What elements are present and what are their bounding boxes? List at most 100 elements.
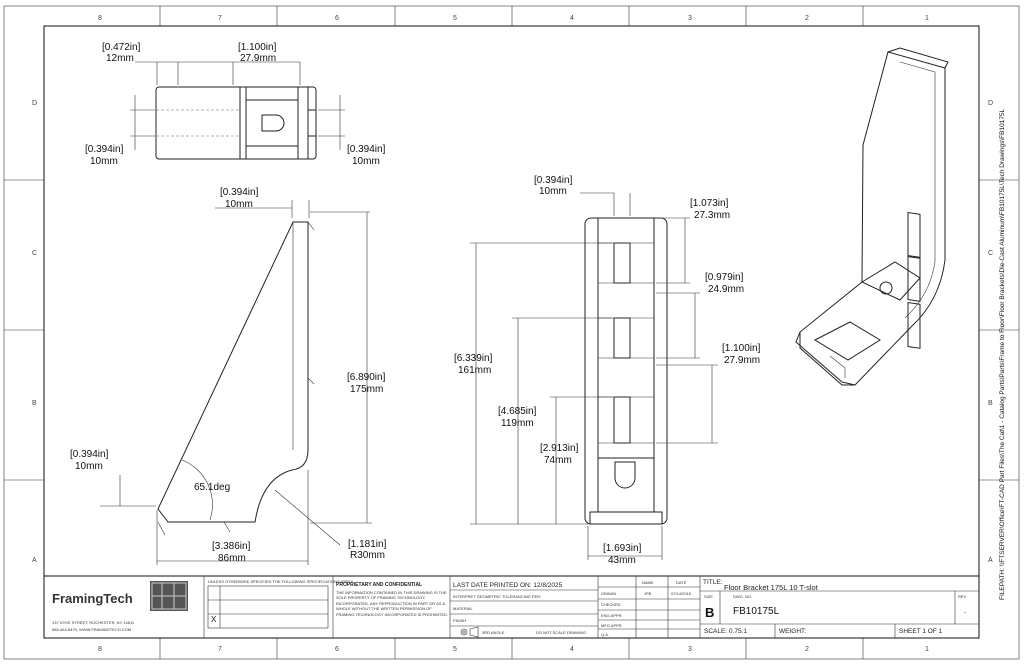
dim-label: [1.693in] bbox=[603, 543, 642, 554]
zone-row: C bbox=[32, 250, 37, 257]
title-block bbox=[43, 575, 980, 639]
zone-col: 3 bbox=[688, 646, 692, 653]
drawing-frame bbox=[43, 25, 980, 639]
zone-col: 7 bbox=[218, 15, 222, 22]
dim-label: [6.339in] bbox=[454, 353, 493, 364]
company-address: 137 DYKE STREET, ROCHESTER, NY 14611 bbox=[52, 620, 135, 625]
dwg-no-value: FB10175L bbox=[733, 606, 780, 617]
tolerance-header: UNLESS OTHERWISE SPECIFIED THE FOLLOWING… bbox=[208, 579, 354, 584]
interpret-label: INTERPRET GEOMETRIC TOLERANCING PER: bbox=[453, 594, 541, 599]
dim-label: 74mm bbox=[544, 455, 572, 466]
qa-label: Q.A. bbox=[601, 632, 609, 637]
dim-label: 12mm bbox=[106, 53, 134, 64]
dim-label: 10mm bbox=[90, 156, 118, 167]
dim-label: [0.472in] bbox=[102, 42, 141, 53]
zone-col: 4 bbox=[570, 15, 574, 22]
mfg-appr-label: MFG APPR. bbox=[601, 623, 623, 628]
zone-col: 3 bbox=[688, 15, 692, 22]
top-view bbox=[130, 61, 345, 160]
drawn-label: DRAWN bbox=[601, 591, 616, 596]
drawn-by: JPB bbox=[644, 591, 652, 596]
zone-row: D bbox=[32, 100, 37, 107]
dim-label: 10mm bbox=[539, 186, 567, 197]
dim-label: [4.685in] bbox=[498, 406, 537, 417]
weight-label: WEIGHT: bbox=[779, 628, 806, 635]
zone-row: A bbox=[988, 557, 993, 564]
zone-markers: 8 7 6 5 4 3 2 1 8 7 6 5 4 3 2 1 D C B A … bbox=[4, 6, 1019, 659]
front-view bbox=[470, 192, 718, 560]
zone-col: 1 bbox=[925, 15, 929, 22]
dim-label: [6.890in] bbox=[347, 372, 386, 383]
size-label: SIZE bbox=[704, 594, 713, 599]
dim-label: 27.3mm bbox=[694, 210, 730, 221]
company-logo: FramingTech bbox=[52, 591, 133, 606]
zone-col: 7 bbox=[218, 646, 222, 653]
eng-appr-label: ENG APPR. bbox=[601, 613, 623, 618]
dim-label: 43mm bbox=[608, 555, 636, 566]
dim-label: [0.394in] bbox=[347, 144, 386, 155]
dim-label: [0.394in] bbox=[220, 187, 259, 198]
dim-label: 86mm bbox=[218, 553, 246, 564]
zone-col: 5 bbox=[453, 15, 457, 22]
drawn-date: 07/14/2015 bbox=[671, 591, 692, 596]
dwg-no-label: DWG. NO. bbox=[733, 594, 752, 599]
dim-label: 175mm bbox=[350, 384, 383, 395]
dim-label: 119mm bbox=[501, 418, 534, 429]
zone-col: 4 bbox=[570, 646, 574, 653]
dim-label: 27.9mm bbox=[240, 53, 276, 64]
dim-label: [1.100in] bbox=[722, 343, 761, 354]
sheet-value: SHEET 1 OF 1 bbox=[899, 628, 943, 635]
zone-row: B bbox=[32, 400, 37, 407]
dim-label: [0.394in] bbox=[85, 144, 124, 155]
finish-label: FINISH bbox=[453, 618, 466, 623]
proprietary-text: THE INFORMATION CONTAINED IN THIS DRAWIN… bbox=[336, 590, 448, 617]
dim-label: 27.9mm bbox=[724, 355, 760, 366]
outer-border bbox=[3, 5, 1020, 660]
dim-label: [1.181in] bbox=[348, 539, 387, 550]
dim-label: [0.394in] bbox=[534, 175, 573, 186]
checked-label: CHECKED bbox=[601, 602, 621, 607]
dim-label: 161mm bbox=[458, 365, 491, 376]
rev-label: REV bbox=[958, 594, 967, 599]
company-contact: 585-464-8470, WWW.FRAMINGTECH.COM bbox=[52, 627, 131, 632]
zone-col: 2 bbox=[805, 646, 809, 653]
dim-label: 24.9mm bbox=[708, 284, 744, 295]
zone-col: 6 bbox=[335, 15, 339, 22]
drawing-title: Floor Bracket 175L 10 T-slot bbox=[724, 583, 819, 592]
third-angle-label: 3RD ANGLE bbox=[482, 630, 505, 635]
dim-label: 10mm bbox=[352, 156, 380, 167]
third-angle-icon bbox=[460, 626, 479, 638]
isometric-view bbox=[795, 47, 949, 386]
size-value: B bbox=[705, 605, 714, 620]
last-printed: LAST DATE PRINTED ON: 12/8/2025 bbox=[453, 582, 563, 589]
dim-label: [2.913in] bbox=[540, 443, 579, 454]
angle-label: 65.1deg bbox=[194, 482, 230, 493]
dim-label: [0.394in] bbox=[70, 449, 109, 460]
dim-label: 10mm bbox=[225, 199, 253, 210]
do-not-scale: DO NOT SCALE DRAWING bbox=[536, 630, 586, 635]
zone-col: 5 bbox=[453, 646, 457, 653]
zone-col: 8 bbox=[98, 15, 102, 22]
zone-row: A bbox=[32, 557, 37, 564]
zone-row: D bbox=[988, 100, 993, 107]
col-date: DATE bbox=[676, 580, 687, 585]
col-name: NAME bbox=[642, 580, 654, 585]
zone-row: C bbox=[988, 250, 993, 257]
side-view bbox=[100, 200, 372, 565]
dim-label: [1.073in] bbox=[690, 198, 729, 209]
title-label: TITLE: bbox=[703, 579, 723, 586]
zone-row: B bbox=[988, 400, 993, 407]
dim-label: R30mm bbox=[350, 550, 385, 561]
dim-label: [3.386in] bbox=[212, 541, 251, 552]
dim-label: [0.979in] bbox=[705, 272, 744, 283]
dim-label: 10mm bbox=[75, 461, 103, 472]
zone-col: 1 bbox=[925, 646, 929, 653]
filepath-text: FILEPATH: \\FTSERVER\Office\FT-CAD Part … bbox=[999, 108, 1006, 600]
dim-label: [1.100in] bbox=[238, 42, 277, 53]
zone-col: 6 bbox=[335, 646, 339, 653]
rev-value: - bbox=[964, 609, 966, 616]
zone-col: 8 bbox=[98, 646, 102, 653]
zone-col: 2 bbox=[805, 15, 809, 22]
